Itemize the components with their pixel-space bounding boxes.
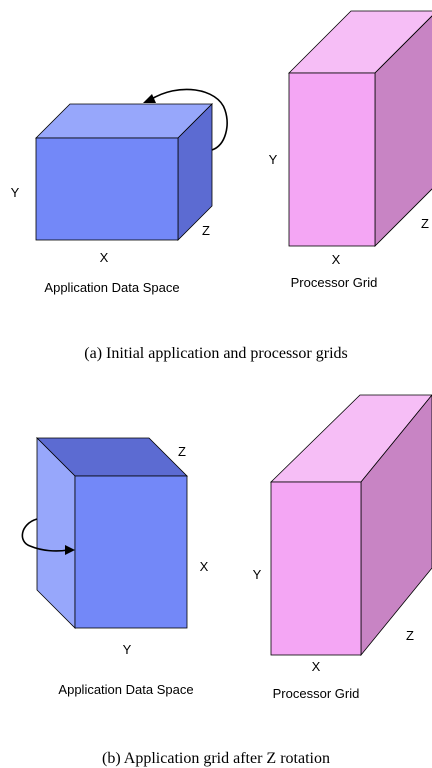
panel-a-caption: (a) Initial application and processor gr… [84, 345, 347, 362]
processor-box-a [288, 10, 432, 247]
proc-box-a-front-face [288, 72, 376, 247]
app-data-cube-a [35, 103, 213, 241]
app-cube-b-title: Application Data Space [58, 682, 193, 697]
app-cube-a-front-face [35, 137, 179, 241]
rotation-arrow-b [21, 518, 75, 555]
proc-box-b-x-label: X [312, 659, 321, 674]
panel-b-caption: (b) Application grid after Z rotation [102, 750, 330, 767]
proc-box-a-title: Processor Grid [291, 275, 378, 290]
app-cube-b-x-label: X [200, 559, 209, 574]
app-cube-a-z-label: Z [202, 223, 210, 238]
panel-b: Z X Y Application Data Space Y X Z Proce… [21, 394, 432, 767]
proc-box-b-title: Processor Grid [273, 686, 360, 701]
app-cube-b-y-label: Y [123, 642, 132, 657]
rotation-arrow-b-head [65, 545, 75, 555]
proc-box-b-y-label: Y [253, 567, 262, 582]
proc-box-a-y-label: Y [269, 152, 278, 167]
app-cube-b-front-face [74, 475, 188, 629]
app-data-cube-b [36, 437, 188, 629]
proc-box-a-x-label: X [332, 252, 341, 267]
app-cube-a-title: Application Data Space [44, 280, 179, 295]
app-cube-b-z-label: Z [178, 444, 186, 459]
app-cube-a-y-label: Y [11, 185, 20, 200]
panel-a: Y X Z Application Data Space Y X Z Proce… [11, 10, 432, 362]
proc-box-a-z-label: Z [421, 216, 429, 231]
proc-box-b-z-label: Z [406, 628, 414, 643]
rotation-arrow-a [143, 88, 228, 151]
rotation-arrow-a-head [143, 94, 156, 103]
proc-box-b-front-face [270, 481, 362, 656]
processor-box-b [270, 394, 432, 657]
app-cube-a-x-label: X [100, 250, 109, 265]
